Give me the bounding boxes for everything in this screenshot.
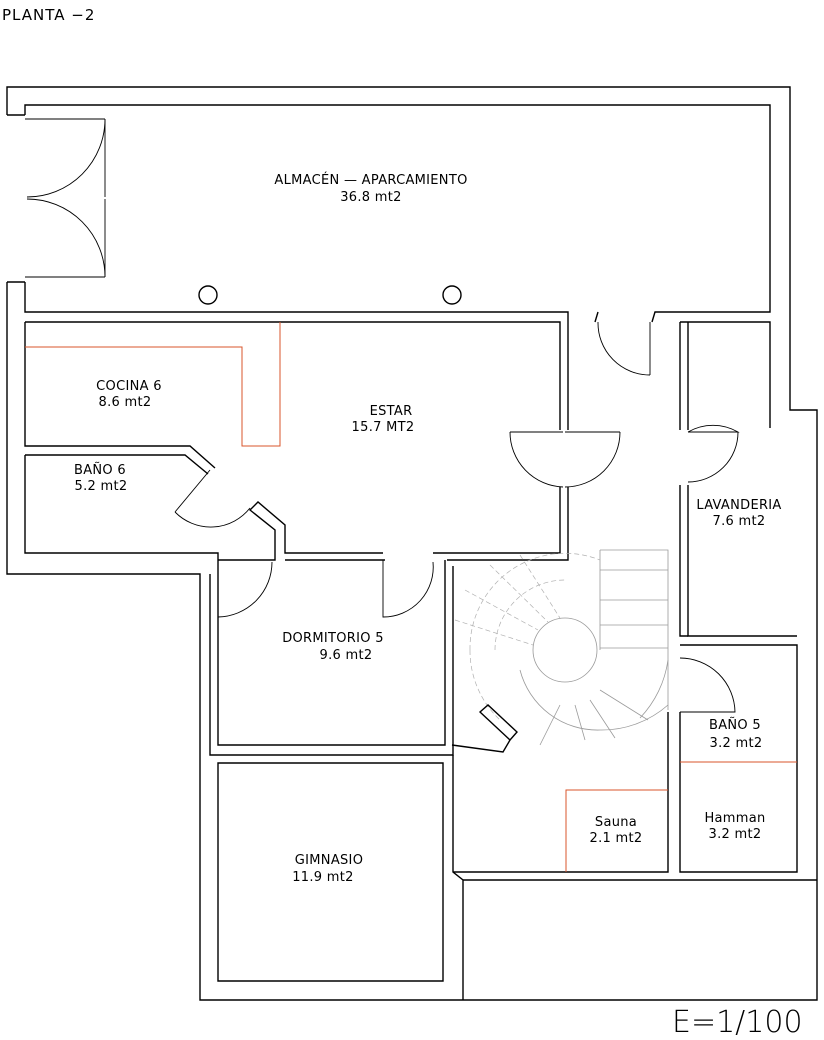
room-lavanderia: LAVANDERIA 7.6 mt2 bbox=[696, 498, 781, 529]
room-name: ESTAR bbox=[370, 404, 413, 419]
room-area: 7.6 mt2 bbox=[713, 514, 766, 529]
dormitorio-walls bbox=[209, 560, 454, 756]
room-gimnasio: GIMNASIO 11.9 mt2 bbox=[292, 853, 363, 885]
room-area: 2.1 mt2 bbox=[590, 831, 643, 846]
room-name: Hamman bbox=[704, 811, 765, 826]
room-name: GIMNASIO bbox=[295, 853, 363, 868]
room-name: Sauna bbox=[595, 815, 637, 830]
room-name: LAVANDERIA bbox=[696, 498, 781, 513]
room-name: ALMACÉN — APARCAMIENTO bbox=[274, 172, 467, 188]
room-bano6: BAÑO 6 5.2 mt2 bbox=[74, 462, 127, 494]
garage-door bbox=[26, 118, 106, 278]
room-area: 3.2 mt2 bbox=[710, 736, 763, 751]
estar-east-door bbox=[509, 431, 621, 488]
lavanderia-walls bbox=[679, 321, 797, 637]
room-name: DORMITORIO 5 bbox=[282, 631, 384, 646]
wet-area-walls bbox=[453, 644, 798, 873]
room-area: 11.9 mt2 bbox=[292, 870, 354, 885]
kitchen-counter bbox=[25, 322, 281, 447]
room-name: COCINA 6 bbox=[96, 379, 162, 394]
spiral-staircase bbox=[451, 549, 669, 753]
exterior-wall bbox=[6, 86, 818, 1001]
gimnasio-walls bbox=[217, 755, 817, 1000]
room-area: 15.7 MT2 bbox=[352, 420, 415, 435]
pillar-2 bbox=[442, 285, 462, 305]
scale-label: E=1/100 bbox=[672, 1005, 803, 1040]
room-area: 9.6 mt2 bbox=[320, 648, 373, 663]
plan-title: PLANTA −2 bbox=[2, 6, 95, 24]
room-estar: ESTAR 15.7 MT2 bbox=[352, 404, 415, 435]
room-dormitorio: DORMITORIO 5 9.6 mt2 bbox=[282, 631, 384, 663]
hall-door bbox=[597, 321, 651, 376]
room-name: BAÑO 6 bbox=[74, 462, 126, 478]
bano6-door bbox=[174, 469, 251, 528]
room-bano5: BAÑO 5 3.2 mt2 bbox=[709, 717, 762, 751]
room-area: 5.2 mt2 bbox=[75, 479, 128, 494]
living-block-walls bbox=[24, 321, 569, 561]
room-sauna: Sauna 2.1 mt2 bbox=[590, 815, 643, 846]
pillar-1 bbox=[198, 285, 218, 305]
room-area: 8.6 mt2 bbox=[99, 395, 152, 410]
room-name: BAÑO 5 bbox=[709, 717, 761, 733]
almacen-walls bbox=[24, 104, 771, 323]
room-cocina: COCINA 6 8.6 mt2 bbox=[96, 379, 162, 410]
room-hamman: Hamman 3.2 mt2 bbox=[704, 811, 765, 842]
room-almacen: ALMACÉN — APARCAMIENTO 36.8 mt2 bbox=[274, 172, 467, 205]
room-area: 3.2 mt2 bbox=[709, 827, 762, 842]
room-area: 36.8 mt2 bbox=[340, 190, 402, 205]
